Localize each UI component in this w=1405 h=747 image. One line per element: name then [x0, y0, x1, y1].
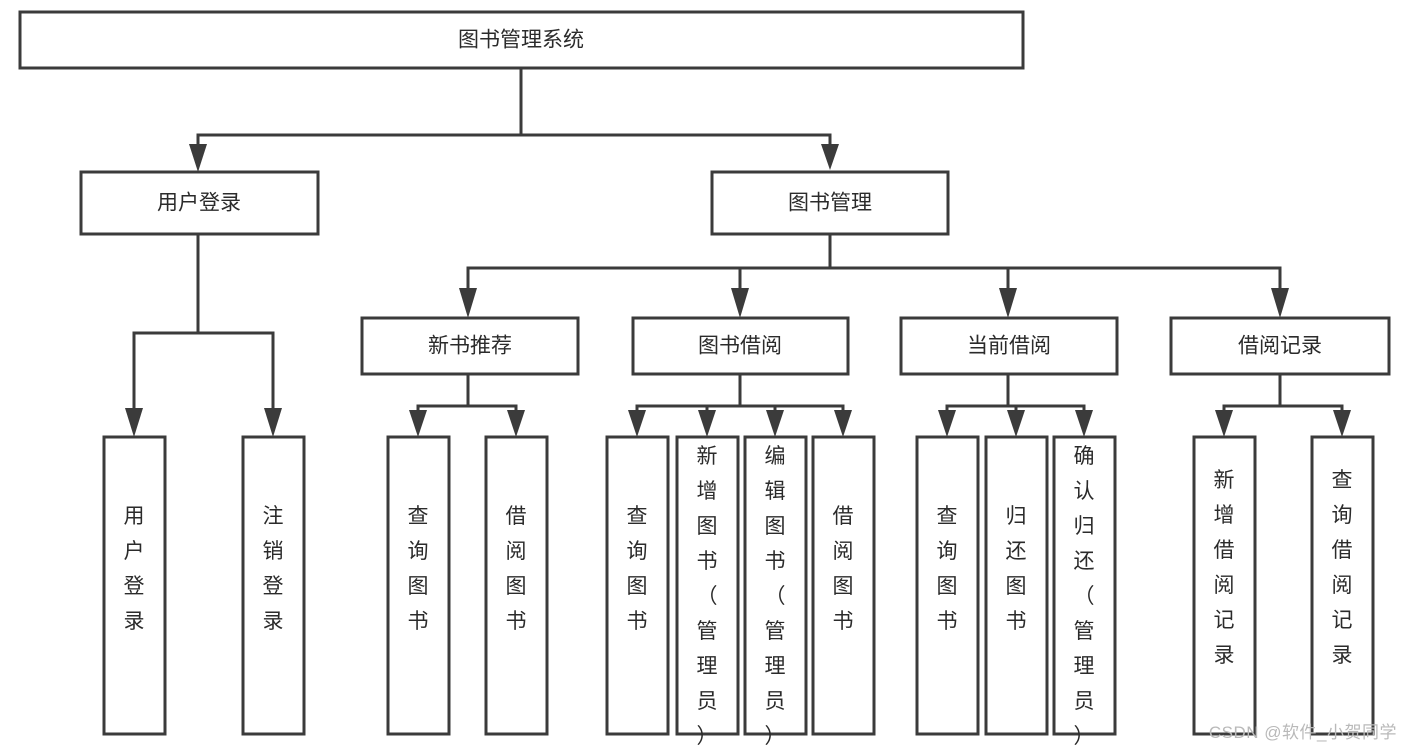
- node-leaf-edit-book-label: 编辑图书（管理员）: [765, 445, 786, 747]
- arrow-head-leaf-query-book-2: [628, 410, 646, 437]
- node-leaf-edit-book[interactable]: 编辑图书（管理员）: [743, 435, 808, 747]
- node-leaf-add-record-box[interactable]: [1192, 435, 1257, 736]
- node-new-book-recommend[interactable]: 新书推荐: [360, 316, 580, 376]
- node-leaf-query-book-2-box[interactable]: [605, 435, 670, 736]
- node-leaf-add-record[interactable]: 新增借阅记录: [1192, 435, 1257, 736]
- connector-group-book-management: [459, 232, 1289, 318]
- node-leaf-user-login[interactable]: 用户登录: [102, 435, 167, 736]
- connector-group-root: [189, 66, 839, 172]
- node-leaf-add-record-label: 新增借阅记录: [1214, 469, 1235, 667]
- node-borrow-record-box[interactable]: [1169, 316, 1391, 376]
- arrow-head-user-login: [189, 144, 207, 172]
- node-leaf-add-book[interactable]: 新增图书（管理员）: [675, 435, 740, 747]
- node-leaf-add-book-label: 新增图书（管理员）: [697, 445, 718, 747]
- node-current-borrow-box[interactable]: [899, 316, 1119, 376]
- connector-group-user-login: [125, 232, 282, 437]
- node-book-management-label: 图书管理: [788, 192, 872, 215]
- connector-group-current-borrow: [938, 372, 1093, 437]
- arrow-head-new-book-recommend: [459, 288, 477, 318]
- arrow-head-current-borrow: [999, 288, 1017, 318]
- node-new-book-recommend-box[interactable]: [360, 316, 580, 376]
- node-user-login-label: 用户登录: [157, 192, 241, 215]
- node-leaf-add-book-box[interactable]: [675, 435, 740, 736]
- node-leaf-query-book-1-label: 查询图书: [408, 505, 429, 633]
- node-borrow-record-label: 借阅记录: [1238, 335, 1322, 358]
- node-current-borrow-label: 当前借阅: [967, 335, 1051, 358]
- arrow-head-leaf-query-record: [1333, 410, 1351, 437]
- node-book-borrow-label: 图书借阅: [698, 335, 782, 358]
- node-leaf-query-book-2[interactable]: 查询图书: [605, 435, 670, 736]
- arrow-head-borrow-record: [1271, 288, 1289, 318]
- connector-group-new-book-recommend: [409, 372, 525, 437]
- arrow-head-leaf-confirm-return: [1075, 410, 1093, 437]
- node-book-borrow[interactable]: 图书借阅: [631, 316, 850, 376]
- node-leaf-query-record-box[interactable]: [1310, 435, 1375, 736]
- node-root-label: 图书管理系统: [458, 29, 584, 52]
- arrow-head-leaf-logout: [264, 408, 282, 437]
- node-leaf-user-login-label: 用户登录: [124, 505, 145, 633]
- arrow-head-book-management: [821, 144, 839, 170]
- node-leaf-borrow-book-1[interactable]: 借阅图书: [484, 435, 549, 736]
- node-leaf-query-book-1[interactable]: 查询图书: [386, 435, 451, 736]
- node-leaf-query-book-2-label: 查询图书: [627, 505, 648, 633]
- node-leaf-borrow-book-2-label: 借阅图书: [833, 505, 854, 633]
- node-leaf-confirm-return-label: 确认归还（管理员）: [1074, 445, 1095, 747]
- node-leaf-borrow-book-2-box[interactable]: [811, 435, 876, 736]
- node-user-login-box[interactable]: [79, 170, 320, 236]
- node-leaf-logout[interactable]: 注销登录: [241, 435, 306, 736]
- node-leaf-query-book-3[interactable]: 查询图书: [915, 435, 980, 736]
- node-leaf-query-record[interactable]: 查询借阅记录: [1310, 435, 1375, 736]
- connector-group-book-borrow: [628, 372, 852, 437]
- node-book-borrow-box[interactable]: [631, 316, 850, 376]
- arrow-head-leaf-add-book: [698, 410, 716, 437]
- node-leaf-borrow-book-1-label: 借阅图书: [506, 505, 527, 633]
- node-leaf-confirm-return[interactable]: 确认归还（管理员）: [1052, 435, 1117, 747]
- node-leaf-logout-box[interactable]: [241, 435, 306, 736]
- node-leaf-query-book-3-box[interactable]: [915, 435, 980, 736]
- connector-group-borrow-record: [1215, 372, 1351, 437]
- node-leaf-return-book-box[interactable]: [984, 435, 1049, 736]
- node-leaf-logout-label: 注销登录: [263, 505, 284, 633]
- node-current-borrow[interactable]: 当前借阅: [899, 316, 1119, 376]
- node-leaf-user-login-box[interactable]: [102, 435, 167, 736]
- arrow-head-leaf-add-record: [1215, 410, 1233, 437]
- node-leaf-edit-book-box[interactable]: [743, 435, 808, 736]
- arrow-head-leaf-borrow-book-2: [834, 410, 852, 437]
- node-leaf-query-book-3-label: 查询图书: [937, 505, 958, 633]
- node-book-management[interactable]: 图书管理: [710, 170, 950, 236]
- node-leaf-query-book-1-box[interactable]: [386, 435, 451, 736]
- node-new-book-recommend-label: 新书推荐: [428, 335, 512, 358]
- node-leaf-confirm-return-box[interactable]: [1052, 435, 1117, 736]
- node-root-box[interactable]: [18, 10, 1025, 70]
- node-root[interactable]: 图书管理系统: [18, 10, 1025, 70]
- node-leaf-return-book-label: 归还图书: [1006, 505, 1027, 633]
- node-leaf-query-record-label: 查询借阅记录: [1332, 469, 1353, 667]
- arrow-head-leaf-return-book: [1007, 410, 1025, 437]
- node-book-management-box[interactable]: [710, 170, 950, 236]
- node-user-login[interactable]: 用户登录: [79, 170, 320, 236]
- node-leaf-borrow-book-1-box[interactable]: [484, 435, 549, 736]
- arrow-head-leaf-borrow-book-1: [507, 410, 525, 437]
- arrow-head-leaf-query-book-3: [938, 410, 956, 437]
- arrow-head-leaf-edit-book: [766, 410, 784, 437]
- node-leaf-return-book[interactable]: 归还图书: [984, 435, 1049, 736]
- arrow-head-leaf-query-book-1: [409, 410, 427, 437]
- watermark-label: CSDN @软件_小贺同学: [1208, 723, 1397, 742]
- node-borrow-record[interactable]: 借阅记录: [1169, 316, 1391, 376]
- arrow-head-book-borrow: [731, 288, 749, 318]
- node-leaf-borrow-book-2[interactable]: 借阅图书: [811, 435, 876, 736]
- arrow-head-leaf-user-login: [125, 408, 143, 437]
